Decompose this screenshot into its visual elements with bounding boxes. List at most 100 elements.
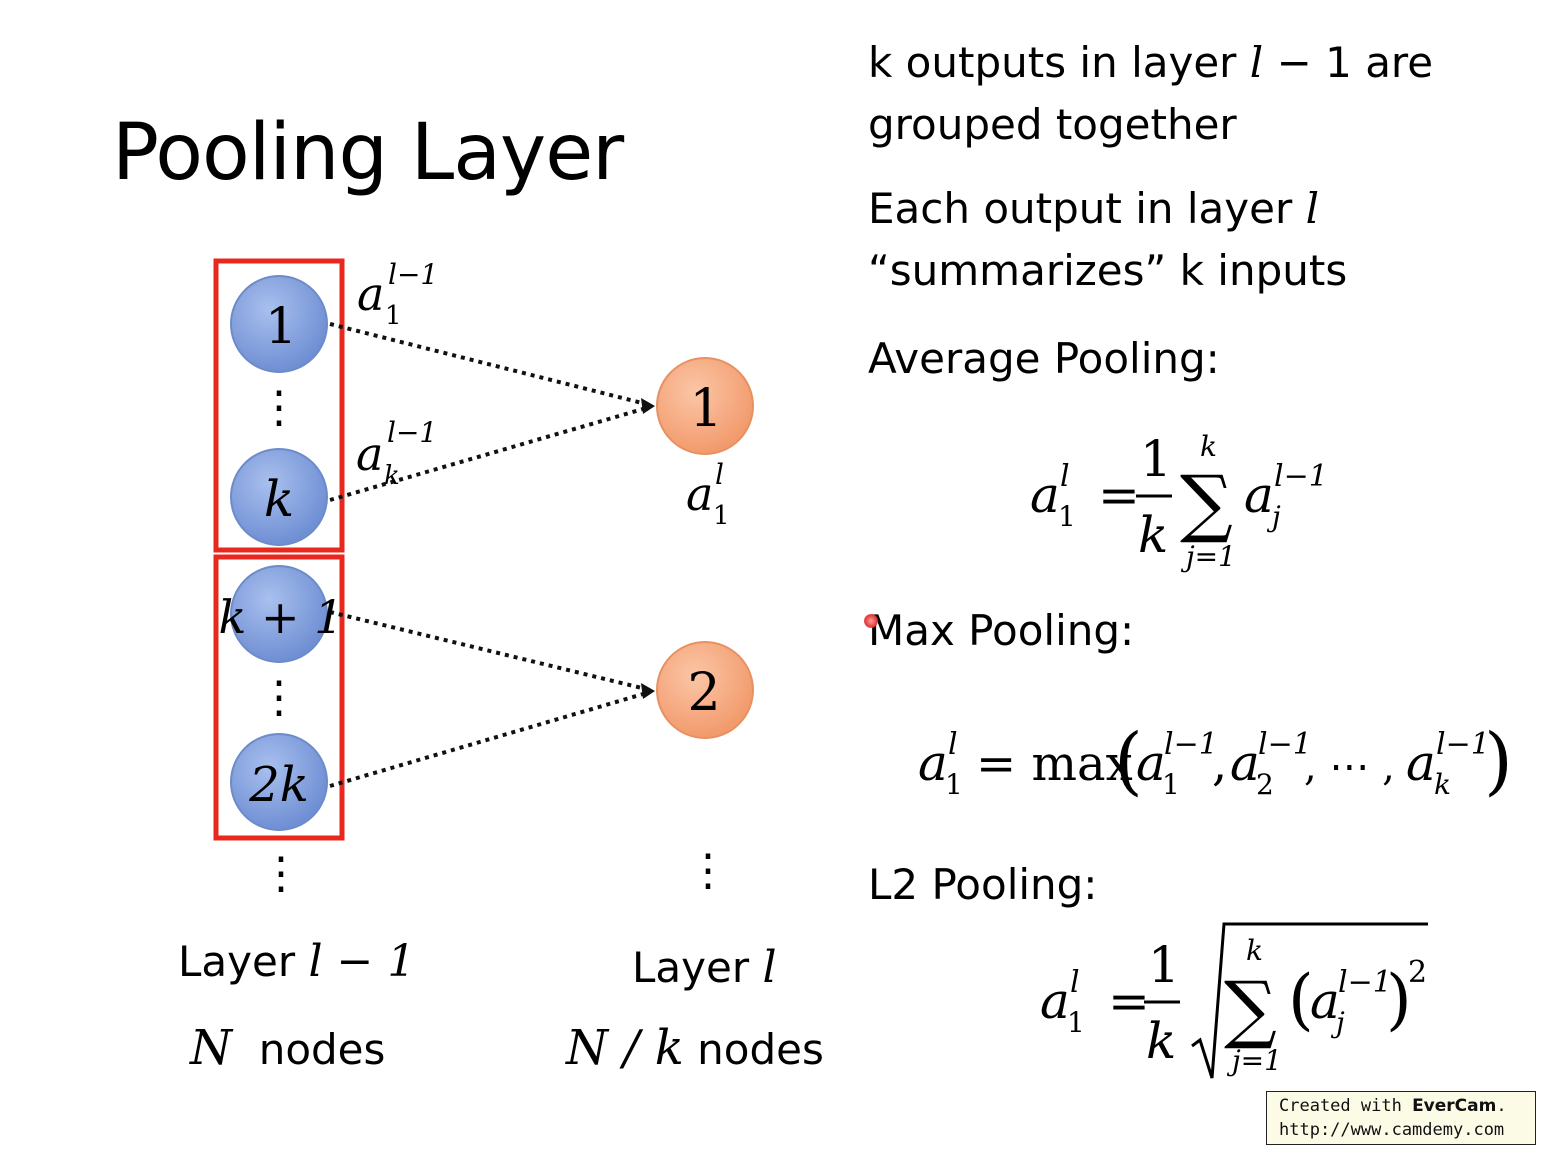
svg-text:l: l — [1060, 459, 1070, 494]
svg-text:a: a — [356, 427, 383, 481]
sqrt-sign — [1191, 922, 1428, 1079]
svg-text:=: = — [1108, 972, 1150, 1030]
svg-text:, ⋯ ,: , ⋯ , — [1304, 744, 1395, 790]
edge-k-to-out1 — [329, 405, 651, 502]
svg-text:): ) — [1484, 718, 1513, 804]
left-nodes-var: N — [190, 1020, 232, 1076]
svg-text:=: = — [1098, 466, 1140, 524]
svg-text:k: k — [1246, 934, 1263, 967]
output-node-1-label: 1 — [689, 379, 722, 439]
edge-label-bottom: a k l−1 — [356, 416, 437, 491]
right-layer-text: Layer — [632, 943, 750, 992]
svg-text:k: k — [384, 461, 400, 491]
ellipsis-output-more: ⋮ — [686, 845, 730, 896]
input-node-k-plus-1 — [230, 565, 328, 663]
svg-text:∑: ∑ — [1224, 966, 1277, 1052]
input-node-1-label: 1 — [265, 297, 297, 355]
ellipsis-input-more: ⋮ — [259, 848, 303, 899]
left-nodes-text: nodes — [258, 1025, 386, 1074]
max-pooling-heading: Max Pooling: — [868, 606, 1135, 655]
input-node-k — [230, 448, 328, 546]
input-node-2k — [230, 733, 328, 831]
left-nodes-label: N nodes — [190, 1020, 385, 1078]
left-layer-text: Layer — [178, 937, 296, 986]
l2-pooling-heading: L2 Pooling: — [868, 860, 1098, 909]
svg-text:l−1: l−1 — [1258, 727, 1312, 762]
svg-text:l−1: l−1 — [1274, 459, 1328, 494]
svg-text:(: ( — [1114, 718, 1143, 804]
svg-text:1: 1 — [1148, 936, 1180, 994]
desc1-text: k outputs in layer — [868, 38, 1250, 87]
laser-pointer-dot — [864, 614, 878, 628]
left-layer-var: l − 1 — [308, 936, 416, 987]
edge-k1-to-out2 — [329, 610, 651, 692]
svg-text:a: a — [1244, 466, 1274, 524]
svg-text:l−1: l−1 — [387, 416, 437, 449]
svg-text:l−1: l−1 — [1338, 965, 1392, 1000]
desc1-var: l — [1249, 38, 1264, 87]
svg-text:): ) — [1386, 961, 1412, 1038]
right-nodes-text: nodes — [697, 1025, 824, 1074]
avg-pooling-heading: Average Pooling: — [868, 334, 1220, 383]
arrow-head-out1 — [641, 398, 655, 414]
svg-text:k: k — [1434, 768, 1451, 801]
output-node-2-label: 2 — [687, 663, 720, 723]
edge-1-to-out1 — [329, 322, 651, 407]
svg-text:a: a — [1040, 972, 1070, 1030]
svg-text:l: l — [1070, 965, 1080, 1000]
svg-text:a: a — [1030, 466, 1060, 524]
ellipsis-group1: ⋮ — [257, 382, 301, 433]
description-summarizes: Each output in layer l — [868, 184, 1319, 234]
svg-text:l−1: l−1 — [388, 258, 438, 291]
description-grouping: k outputs in layer l − 1 are — [868, 38, 1433, 88]
input-node-2k-label: 2k — [248, 757, 309, 813]
svg-text:a: a — [1406, 734, 1436, 792]
svg-text:a: a — [357, 267, 384, 321]
svg-text:1: 1 — [1162, 768, 1180, 801]
group-box-2 — [213, 554, 345, 841]
right-layer-label: Layer l — [632, 942, 777, 995]
watermark-brand: EverCam — [1412, 1096, 1497, 1116]
ellipsis-group2: ⋮ — [257, 672, 301, 723]
l2-pooling-formula: a 1 l = 1 k ∑ k j=1 ( a j l−1 ) 2 — [1040, 922, 1428, 1079]
group-box-1 — [213, 258, 345, 553]
input-node-k1-label: k + 1 — [219, 590, 344, 644]
svg-text:1: 1 — [713, 501, 730, 531]
watermark-line1: Created with EverCam. — [1279, 1096, 1507, 1116]
left-layer-label: Layer l − 1 — [178, 936, 415, 989]
input-node-1 — [230, 275, 328, 373]
formulas: a 1 l = 1 k ∑ k j=1 a j l−1 a 1 l = max … — [918, 430, 1513, 1079]
svg-text:= max: = max — [976, 736, 1133, 792]
pooling-diagram: 1 k k + 1 2k 1 2 ⋮ ⋮ ⋮ ⋮ a 1 l−1 a k l−1… — [213, 258, 754, 899]
desc2-var: l — [1305, 184, 1320, 233]
svg-text:,: , — [1212, 736, 1227, 792]
svg-text:j=1: j=1 — [1226, 1044, 1282, 1077]
svg-text:l−1: l−1 — [1436, 727, 1490, 762]
svg-text:∑: ∑ — [1180, 460, 1233, 546]
output-label: a 1 l — [686, 458, 730, 531]
svg-text:j=1: j=1 — [1180, 540, 1236, 573]
evercam-watermark: Created with EverCam. http://www.camdemy… — [1266, 1091, 1536, 1145]
svg-text:a: a — [1230, 734, 1260, 792]
right-nodes-var: N / k — [566, 1020, 684, 1076]
watermark-url: http://www.camdemy.com — [1279, 1120, 1505, 1140]
output-node-2 — [656, 641, 754, 739]
desc1-post: − 1 are — [1263, 38, 1434, 87]
svg-text:(: ( — [1288, 961, 1314, 1038]
svg-text:1: 1 — [945, 768, 963, 801]
desc2-text: Each output in layer — [868, 184, 1306, 233]
svg-text:k: k — [1200, 430, 1217, 463]
description-summarizes-line2: “summarizes” k inputs — [868, 246, 1348, 295]
svg-text:1: 1 — [385, 301, 402, 331]
svg-text:k: k — [1146, 1012, 1176, 1070]
description-grouping-line2: grouped together — [868, 100, 1237, 149]
input-node-k-label: k — [264, 470, 294, 528]
svg-text:1: 1 — [1140, 430, 1172, 488]
svg-text:1: 1 — [1058, 500, 1076, 533]
svg-text:l−1: l−1 — [1164, 727, 1218, 762]
svg-text:l: l — [715, 458, 724, 491]
svg-text:a: a — [1136, 734, 1166, 792]
arrow-head-out2 — [641, 683, 655, 699]
edge-label-top: a 1 l−1 — [357, 258, 438, 331]
svg-text:l: l — [948, 727, 958, 762]
